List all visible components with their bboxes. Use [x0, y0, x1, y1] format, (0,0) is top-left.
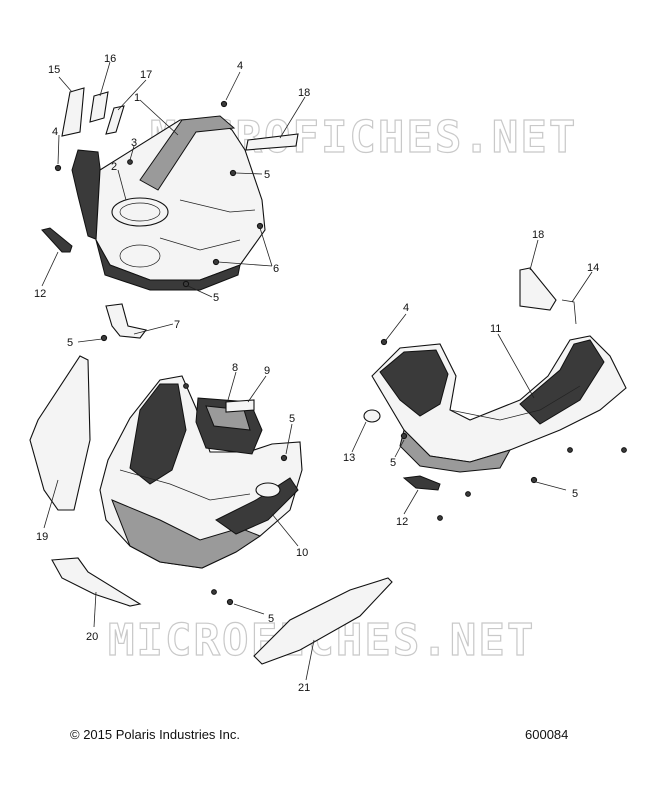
callout-6: 6	[273, 263, 279, 275]
callout-5-g: 5	[572, 488, 578, 500]
callout-5-f: 5	[390, 457, 396, 469]
nose-left-inner	[379, 349, 449, 417]
screw-lower-b	[183, 383, 189, 389]
screw-lower-a	[211, 589, 217, 595]
callout-10: 10	[296, 547, 308, 559]
screw-right-a	[567, 447, 573, 453]
screw-5d	[280, 454, 288, 462]
callout-4-top: 4	[237, 60, 243, 72]
side-panel-19	[29, 355, 91, 511]
screw-right-4	[380, 338, 388, 346]
callout-11: 11	[490, 323, 501, 335]
callout-9: 9	[264, 365, 270, 377]
upper-panel-top-rail	[139, 115, 236, 191]
nose-lower-edge	[399, 429, 512, 473]
callout-2: 2	[111, 161, 117, 173]
screw-5f	[400, 432, 408, 440]
screw-3	[127, 159, 133, 165]
screw-6b	[212, 258, 220, 266]
callout-5-a: 5	[264, 169, 270, 181]
screw-6a	[256, 222, 264, 230]
callout-5-b: 5	[213, 292, 219, 304]
callout-12-right: 12	[396, 516, 408, 528]
callout-18-right: 18	[532, 229, 544, 241]
grommet-13	[363, 409, 381, 423]
copyright-notice: © 2015 Polaris Industries Inc.	[70, 727, 240, 742]
callout-5-c: 5	[67, 337, 73, 349]
decal-17	[105, 105, 125, 135]
callout-1: 1	[134, 92, 140, 104]
decal-20	[51, 557, 142, 607]
decal-16	[89, 91, 109, 123]
leader-lines	[41, 61, 593, 681]
rod-14	[561, 299, 577, 325]
callouts: 15 16 17 1 4 4 3 2 18 5 6 5 7 5 12 8 9 5…	[34, 53, 599, 694]
callout-20: 20	[86, 631, 98, 643]
callout-16: 16	[104, 53, 116, 65]
diagram-number: 600084	[525, 727, 569, 742]
screw-5a	[229, 169, 237, 177]
callout-4-left: 4	[52, 126, 58, 138]
callout-14: 14	[587, 262, 599, 274]
screw-5g	[530, 476, 538, 484]
callout-17: 17	[140, 69, 152, 81]
clip-12-left	[41, 227, 73, 253]
callout-7: 7	[174, 319, 180, 331]
callout-8: 8	[232, 362, 238, 374]
callout-4-right: 4	[403, 302, 409, 314]
gauge-bezel	[111, 197, 169, 227]
upper-panel-opening	[119, 244, 161, 268]
bracket-7	[105, 303, 147, 339]
callout-12-left: 12	[34, 288, 46, 300]
decal-15	[61, 87, 85, 137]
clip-12-right	[402, 475, 441, 491]
upper-panel-lower-edge	[95, 239, 241, 291]
side-bracket-left	[71, 149, 105, 241]
lower-hood-left-inner	[129, 383, 187, 485]
callout-5-d: 5	[289, 413, 295, 425]
lower-hood-front	[111, 499, 262, 569]
decal-18-right	[519, 267, 557, 311]
callout-21: 21	[298, 682, 310, 694]
callout-19: 19	[36, 531, 48, 543]
callout-15: 15	[48, 64, 60, 76]
screw-left-4	[54, 164, 62, 172]
screw-5b	[182, 280, 190, 288]
callout-3: 3	[131, 137, 137, 149]
screw-5e	[226, 598, 234, 606]
screw-right-c	[437, 515, 443, 521]
callout-5-e: 5	[268, 613, 274, 625]
decal-21	[253, 577, 393, 665]
lower-hood-assembly	[29, 355, 303, 607]
screw-5c	[100, 334, 108, 342]
screw-right-d	[465, 491, 471, 497]
nose-right-rail	[519, 339, 605, 425]
front-nose-assembly	[363, 267, 627, 521]
decal-9	[225, 399, 255, 413]
lower-hood-mount	[255, 482, 281, 498]
screw-top-4	[220, 100, 228, 108]
callout-13: 13	[343, 452, 355, 464]
callout-18-top: 18	[298, 87, 310, 99]
screw-right-b	[621, 447, 627, 453]
upper-dash-assembly	[41, 87, 299, 342]
